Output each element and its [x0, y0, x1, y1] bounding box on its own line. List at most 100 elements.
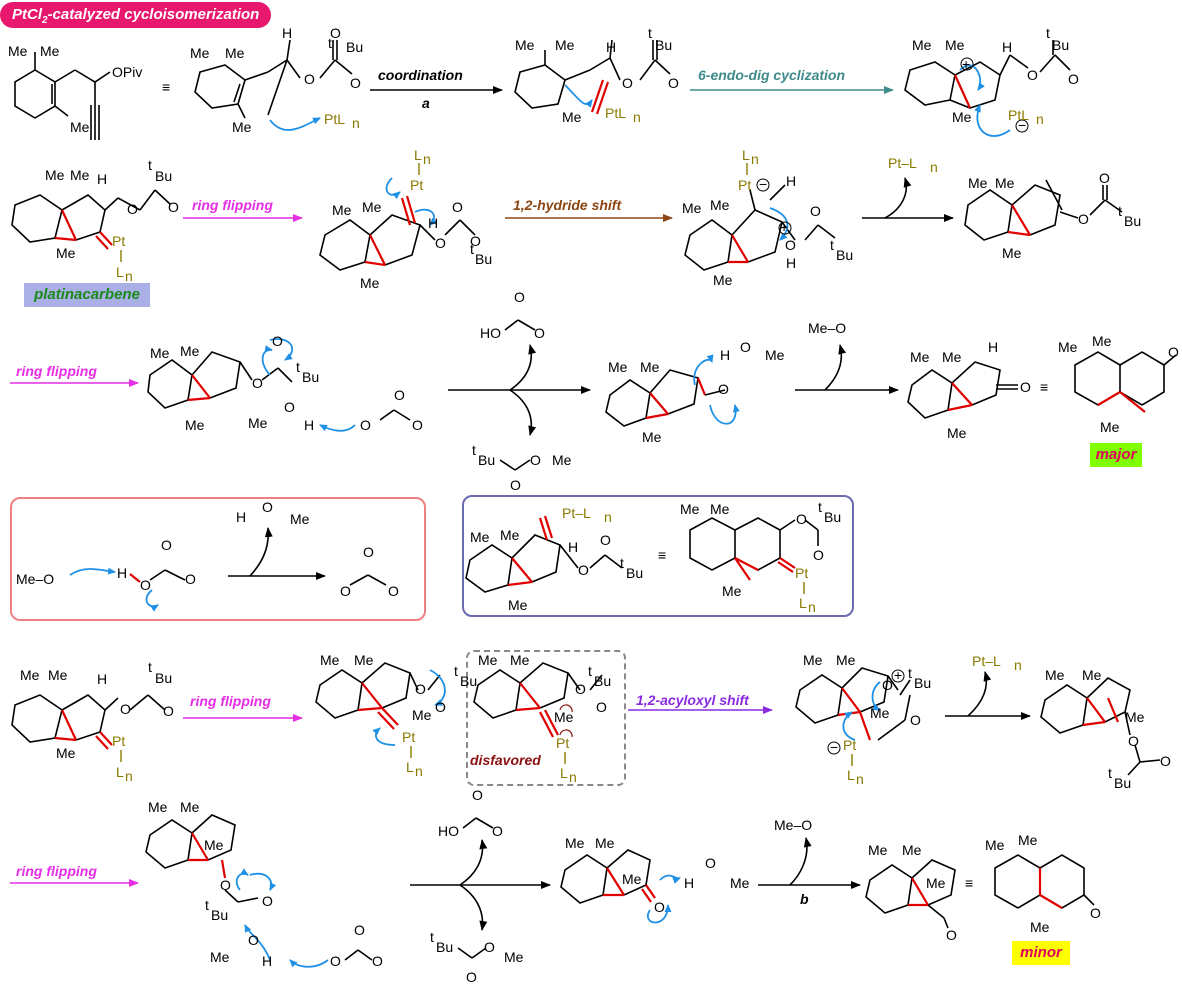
methoxide-out-arrow-1: [824, 344, 847, 391]
carbonate-dianion: O O O: [340, 544, 399, 599]
o-label: O: [534, 325, 545, 341]
me-label: Me: [595, 835, 615, 851]
me-label: Me: [20, 667, 40, 683]
o-label: O: [510, 477, 521, 493]
me-label: Me: [562, 109, 582, 125]
pt-ln-label: Pt–L: [562, 505, 591, 521]
o-label: O: [330, 953, 341, 969]
platinacarbene-decalin: Me Me Me O O t Bu Pt L n: [680, 499, 841, 615]
flipped-platinacarbene-2: Me Me Me O O t Bu Pt L n: [315, 652, 477, 779]
svg-text:−: −: [1018, 117, 1026, 133]
platinacarbene-equivalent: Pt–L n Me Me Me H O O t Bu ≡: [465, 505, 666, 613]
ln-label: L: [116, 264, 124, 280]
ptln-n: n: [633, 109, 641, 125]
pt-label: Pt: [112, 733, 125, 749]
o-label: O: [796, 511, 807, 527]
me-label: Me: [70, 167, 90, 183]
me-label: Me: [500, 527, 520, 543]
tbu-label: Bu: [914, 675, 931, 691]
enol-ester-major: Me Me Me O O t Bu: [964, 170, 1141, 261]
substrate-pt-coordination: Me Me Me H O O O t Bu PtL n: [190, 25, 363, 135]
me-label: Me: [1092, 333, 1112, 349]
me-label: Me: [710, 197, 730, 213]
me-label: Me: [45, 167, 65, 183]
me-label: Me: [56, 245, 76, 261]
o-label: O: [330, 25, 341, 41]
tbu-label: Bu: [460, 673, 477, 689]
h-label: H: [428, 215, 438, 231]
o-label: O: [1160, 753, 1171, 769]
me-label: Me: [555, 37, 575, 53]
pt-ln-n: n: [604, 509, 612, 525]
pt-label: Pt: [410, 177, 423, 193]
ring-flip-label-3: ring flipping: [190, 693, 271, 709]
ketone-minor-decalin: Me Me Me O: [985, 832, 1101, 935]
tbu-t: t: [472, 442, 476, 458]
tbu-t: t: [908, 665, 912, 681]
o-label: O: [813, 547, 824, 563]
endo-label: 6-endo-dig cyclization: [698, 67, 845, 83]
me-label: Me: [1030, 919, 1050, 935]
me-label: Me: [470, 529, 490, 545]
tbu-t: t: [430, 929, 434, 945]
me-label: Me: [947, 425, 967, 441]
tbu-t: t: [1108, 765, 1112, 781]
h-label: H: [236, 509, 246, 525]
me-label: Me: [478, 652, 498, 668]
h-label: H: [97, 671, 107, 687]
meo-label: Me–O: [16, 571, 54, 587]
ln-n: n: [125, 768, 133, 784]
tbu-label: Bu: [475, 251, 492, 267]
opiv-label: OPiv: [112, 64, 142, 80]
o-label: O: [466, 969, 477, 985]
o-label: O: [161, 537, 172, 553]
me-label: Me: [730, 875, 750, 891]
me-label: Me: [608, 359, 628, 375]
me-label: Me: [40, 43, 60, 59]
me-label: Me: [1082, 667, 1102, 683]
h-label: H: [720, 347, 730, 363]
o-label: O: [272, 333, 283, 349]
tbu-label: Bu: [1052, 37, 1069, 53]
h-label: H: [684, 875, 694, 891]
ptln-n: n: [1036, 111, 1044, 127]
o-label: O: [484, 939, 495, 955]
pt-release-arrow-1: [884, 177, 912, 219]
me-label: Me: [554, 709, 574, 725]
methoxide-bicarbonate-box: [10, 497, 426, 621]
me-label: Me: [722, 583, 742, 599]
enol-ester-minor: Me Me Me O O t Bu: [1040, 667, 1171, 791]
me-label: Me: [910, 349, 930, 365]
disfavored-conformer: Me Me Me O O t Bu Pt L n disfavored: [470, 652, 611, 785]
o-label: O: [452, 199, 463, 215]
o-label: O: [622, 75, 633, 91]
pt-label: Pt: [738, 177, 751, 193]
tbu-t: t: [296, 359, 300, 375]
tbu-label: Bu: [346, 39, 363, 55]
o-label: O: [363, 544, 374, 560]
o-label: O: [514, 289, 525, 305]
tbu-t: t: [454, 663, 458, 679]
me-label: Me: [150, 345, 170, 361]
me-label: Me: [1045, 667, 1065, 683]
o-label: O: [435, 235, 446, 251]
hydride-shift-intermediate: + − Me Me Me H O O H t Bu Pt L n: [682, 147, 853, 288]
pt-ln-n: n: [1014, 657, 1022, 673]
tbu-label: Bu: [155, 670, 172, 686]
o-label: O: [810, 203, 821, 219]
methyl-pivalate-2: t Bu O Me O: [430, 929, 524, 985]
me-label: Me: [248, 415, 268, 431]
step-b-label: b: [800, 891, 809, 907]
h-label: H: [606, 39, 616, 55]
pt-label: Pt: [795, 565, 808, 581]
o-label: O: [1027, 67, 1038, 83]
o-label: O: [340, 583, 351, 599]
tbu-t: t: [328, 35, 332, 51]
disfavored-label: disfavored: [470, 752, 541, 768]
pt-ln-label: Pt–L: [972, 653, 1001, 669]
o-label: O: [120, 701, 131, 717]
me-label: Me: [1125, 709, 1145, 725]
me-label: Me: [836, 652, 856, 668]
o-label: O: [472, 787, 483, 803]
